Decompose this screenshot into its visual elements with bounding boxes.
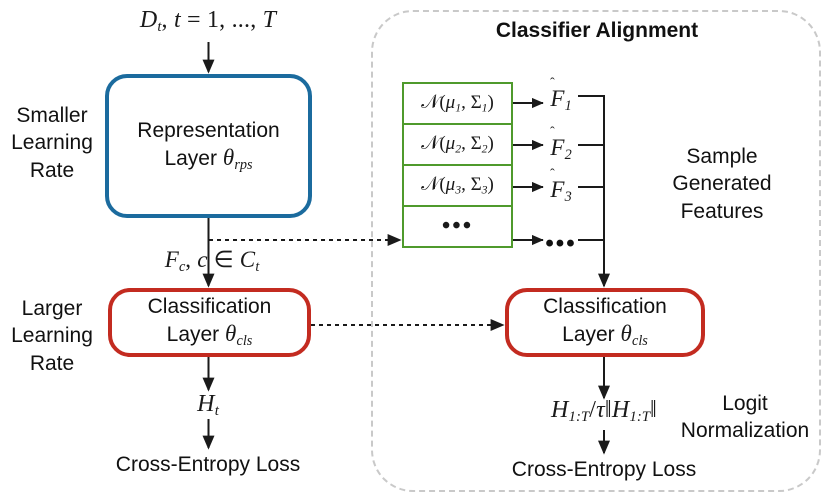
representation-layer-line1: Representation [137,118,280,142]
logit-normalization-label: Logit Normalization [681,390,809,445]
smaller-lr-line2: Learning [11,131,93,155]
classification-left-line2: Layer θcls [166,321,253,349]
logits-left-text: Ht [197,391,219,420]
logits-label-left: Ht [197,390,219,420]
generated-feature-3: F̂3 [550,167,572,206]
generated-feature-3-label: F̂3 [550,167,572,205]
larger-lr-line1: Larger [21,297,83,320]
gaussian-row-ellipsis-label: ••• [441,213,474,240]
gaussian-row-2: 𝒩(μ2, Σ2) [404,125,511,166]
page-title: Classifier Alignment [496,18,698,44]
classification-layer-box-right[interactable]: Classification Layer θcls [505,288,705,357]
generated-feature-2-label: F̂2 [550,125,572,163]
smaller-learning-rate-label: Smaller Learning Rate [11,102,93,184]
classification-right-line2: Layer θcls [562,321,648,349]
feature-set-label: Fc, c ∈ Ct [165,246,260,276]
page-title-label: Classifier Alignment [495,19,699,42]
logit-normalization-expression: H1:T/τ‖H1:T‖ [551,396,657,426]
larger-lr-line3: Rate [29,351,75,375]
gaussian-distribution-table: 𝒩(μ1, Σ1) 𝒩(μ2, Σ2) 𝒩(μ3, Σ3) ••• [402,82,513,248]
cross-entropy-loss-right-label: Cross-Entropy Loss [511,458,697,481]
gaussian-row-ellipsis: ••• [404,207,511,246]
generated-feature-ellipsis: ••• [545,229,576,257]
generated-feature-1-label: F̂1 [550,76,572,114]
classifier-alignment-container [371,10,821,492]
classification-right-line1: Classification [543,295,667,318]
input-dataset-label: Dt, t = 1, ..., T [140,6,276,36]
larger-lr-line2: Learning [11,324,93,348]
generated-feature-1: F̂1 [550,76,572,115]
input-dataset-text: Dt, t = 1, ..., T [139,7,277,36]
cross-entropy-loss-right: Cross-Entropy Loss [512,457,696,483]
sample-generated-line2: Generated Features [672,172,772,223]
smaller-lr-line3: Rate [29,158,75,182]
representation-layer-line2: Layer θrps [164,144,253,173]
gaussian-row-2-label: 𝒩(μ2, Σ2) [421,132,494,156]
feature-set-text: Fc, c ∈ Ct [164,247,260,275]
smaller-lr-line1: Smaller [16,104,88,127]
gaussian-row-1-label: 𝒩(μ1, Σ1) [421,91,494,115]
logit-normalization-expression-text: H1:T/τ‖H1:T‖ [550,397,658,426]
classification-layer-box-left[interactable]: Classification Layer θcls [108,288,311,357]
representation-layer-box[interactable]: Representation Layer θrps [105,74,312,218]
larger-learning-rate-label: Larger Learning Rate [11,295,93,377]
generated-feature-2: F̂2 [550,125,572,164]
logit-normalization-line1: Logit [722,392,768,415]
gaussian-row-1: 𝒩(μ1, Σ1) [404,84,511,125]
sample-generated-features-label: Sample Generated Features [668,143,776,225]
sample-generated-line1: Sample [686,145,758,168]
generated-feature-ellipsis-label: ••• [545,230,577,257]
cross-entropy-loss-left-label: Cross-Entropy Loss [115,453,301,476]
logit-normalization-line2: Normalization [680,419,810,443]
classification-left-line1: Classification [147,295,272,318]
cross-entropy-loss-left: Cross-Entropy Loss [116,452,300,478]
gaussian-row-3: 𝒩(μ3, Σ3) [404,166,511,207]
gaussian-row-3-label: 𝒩(μ3, Σ3) [421,173,494,197]
